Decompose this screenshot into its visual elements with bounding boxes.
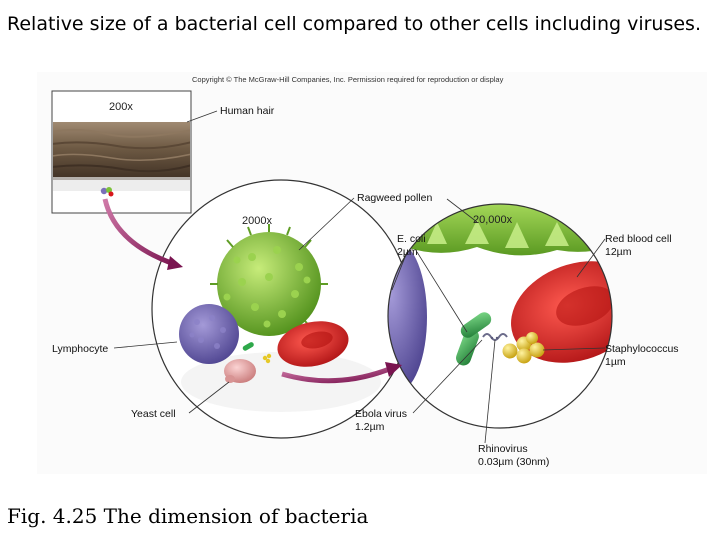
label-lymphocyte: Lymphocyte — [52, 343, 108, 355]
right-magnification-label: 20,000x — [473, 214, 513, 226]
staph-middle-2 — [266, 353, 272, 359]
tiny-lymphocyte-icon — [100, 187, 108, 195]
zoom-arrow-2 — [281, 365, 393, 384]
rhinovirus-1 — [490, 336, 494, 340]
staph-1 — [502, 343, 518, 359]
label-ecoli-size: 2µm — [397, 246, 418, 258]
middle-magnification-label: 2000x — [242, 215, 272, 227]
page-title: Relative size of a bacterial cell compar… — [7, 13, 701, 35]
label-red-blood-cell-name: Red blood cell — [605, 233, 672, 245]
tiny-rbc-icon — [108, 191, 114, 197]
leader-lines — [113, 110, 606, 444]
staph-middle-1 — [262, 355, 268, 361]
label-ebola-name: Ebola virus — [355, 408, 407, 420]
copyright-text: Copyright © The McGraw-Hill Companies, I… — [192, 75, 504, 84]
label-rhinovirus-size: 0.03µm (30nm) — [478, 456, 549, 468]
hair-magnification-label: 200x — [109, 101, 133, 113]
zoom-arrow-1 — [102, 198, 178, 268]
label-human-hair: Human hair — [220, 105, 275, 117]
rhinovirus-2 — [495, 336, 499, 340]
ragweed-pollen — [210, 224, 328, 336]
figure-caption: Fig. 4.25 The dimension of bacteria — [7, 504, 369, 528]
ecoli-rod-1 — [456, 328, 479, 366]
ecoli-rod-2 — [460, 312, 492, 338]
staph-middle-3 — [265, 358, 271, 364]
staph-5 — [526, 332, 538, 344]
red-blood-cell-middle — [277, 321, 349, 367]
yeast-cell — [224, 359, 256, 383]
label-red-blood-cell-size: 12µm — [605, 246, 632, 258]
size-comparison-figure: Copyright © The McGraw-Hill Companies, I… — [37, 72, 707, 474]
label-staphylococcus-size: 1µm — [605, 356, 626, 368]
label-rhinovirus-name: Rhinovirus — [478, 443, 528, 455]
ecoli-middle — [242, 342, 254, 351]
tiny-pollen-icon — [106, 187, 112, 193]
staph-3 — [516, 348, 532, 364]
zoom-arrow-2-head — [385, 362, 402, 377]
label-ebola-size: 1.2µm — [355, 421, 385, 433]
label-yeast-cell: Yeast cell — [131, 408, 176, 420]
size-comparison-illustration: Copyright © The McGraw-Hill Companies, I… — [51, 75, 679, 468]
staph-4 — [529, 342, 545, 358]
zoom-arrow-1-head — [167, 256, 183, 270]
lymphocyte-edge — [388, 242, 427, 392]
hair-panel: 200x — [51, 90, 192, 214]
middle-panel: 2000x — [151, 179, 411, 439]
label-ragweed-pollen: Ragweed pollen — [357, 192, 432, 204]
lymphocyte — [179, 304, 239, 364]
label-staphylococcus-name: Staphylococcus — [605, 343, 679, 355]
label-ecoli-name: E. coli — [397, 233, 426, 245]
